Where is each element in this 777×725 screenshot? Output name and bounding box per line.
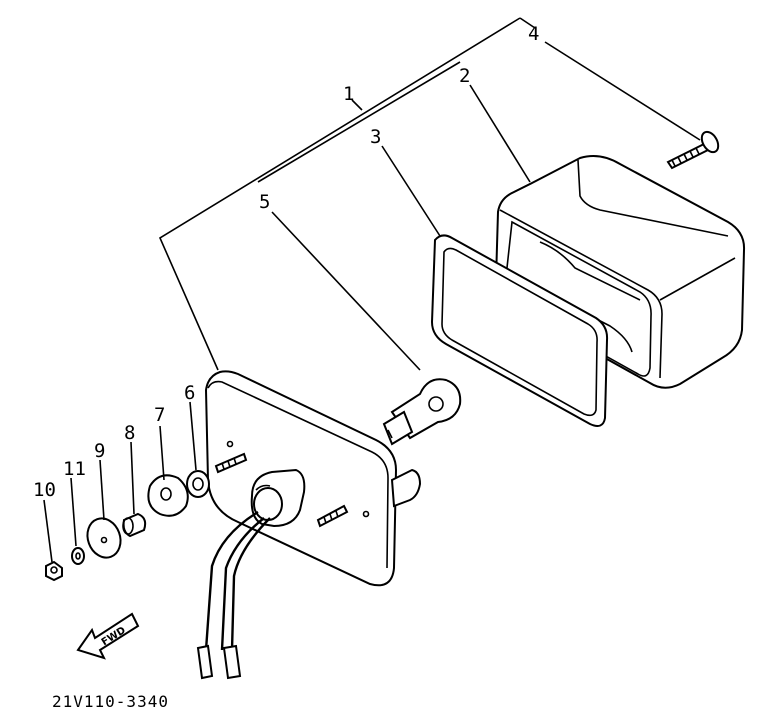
nut-10 bbox=[45, 560, 63, 582]
leader-2 bbox=[469, 84, 531, 183]
leader-4-screw bbox=[544, 41, 701, 141]
leader-lines bbox=[158, 17, 701, 371]
callout-1: 1 bbox=[343, 83, 354, 105]
callout-labels: 1 2 3 4 5 6 7 8 9 10 11 bbox=[33, 23, 539, 501]
small-part-leaders bbox=[43, 401, 197, 563]
leader-3 bbox=[381, 145, 441, 237]
callout-8: 8 bbox=[124, 422, 135, 444]
diagram-code: 21V110-3340 bbox=[52, 692, 169, 711]
grommet-7 bbox=[147, 474, 189, 517]
callout-6: 6 bbox=[184, 382, 195, 404]
washer-6 bbox=[186, 470, 210, 498]
leader-1 bbox=[351, 99, 363, 111]
callout-7: 7 bbox=[154, 404, 165, 426]
bracket-assembly bbox=[158, 17, 521, 371]
tail-bulb bbox=[382, 378, 462, 446]
callout-10: 10 bbox=[33, 479, 56, 501]
lamp-base-housing bbox=[204, 370, 422, 587]
lens-screw bbox=[666, 130, 720, 170]
callout-11: 11 bbox=[63, 458, 86, 480]
collar-8 bbox=[122, 512, 147, 538]
plate-washer-9 bbox=[86, 517, 122, 559]
wire-harness bbox=[196, 510, 271, 680]
spring-washer-11 bbox=[71, 547, 85, 565]
leader-5 bbox=[271, 211, 421, 371]
callout-5: 5 bbox=[259, 191, 270, 213]
bracket-inner bbox=[257, 61, 461, 183]
leader-4 bbox=[519, 17, 536, 29]
callout-9: 9 bbox=[94, 440, 105, 462]
forward-direction-arrow: FWD bbox=[76, 612, 140, 660]
callout-2: 2 bbox=[459, 65, 470, 87]
callout-3: 3 bbox=[370, 126, 381, 148]
lens-gasket bbox=[430, 234, 609, 427]
callout-4: 4 bbox=[528, 23, 539, 45]
